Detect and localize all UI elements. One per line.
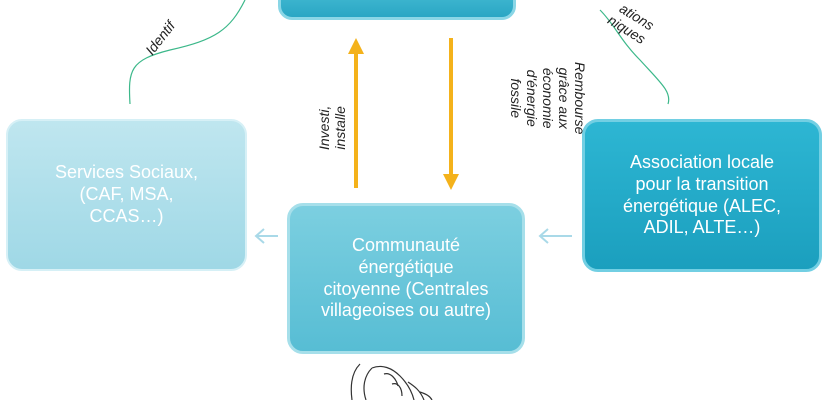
- right-arrow: [538, 228, 572, 244]
- label-investi: Investi, installe: [316, 105, 349, 150]
- top-box: [278, 0, 516, 20]
- green-curve-left: [128, 0, 246, 105]
- green-curve-right: [599, 9, 670, 105]
- energy-community-box: Communauté énergétique citoyenne (Centra…: [287, 203, 525, 354]
- hand-sketch: [350, 363, 433, 400]
- local-association-box: Association locale pour la transition én…: [582, 119, 822, 272]
- energy-community-text: Communauté énergétique citoyenne (Centra…: [320, 234, 492, 321]
- social-services-box: Services Sociaux, (CAF, MSA, CCAS…): [6, 119, 247, 271]
- local-association-text: Association locale pour la transition én…: [622, 151, 782, 238]
- left-arrow: [254, 228, 278, 244]
- label-rembourse: Rembourse grâce aux économie d'énergie f…: [507, 62, 588, 135]
- social-services-text: Services Sociaux, (CAF, MSA, CCAS…): [54, 162, 199, 226]
